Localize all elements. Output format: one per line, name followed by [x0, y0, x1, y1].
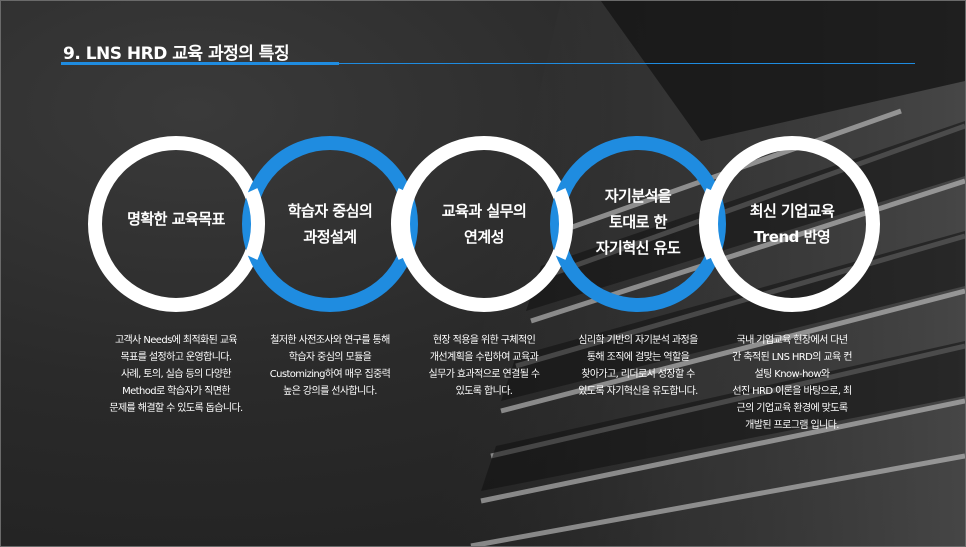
feature-5-description: 국내 기업교육 현장에서 다년 간 축적된 LNS HRD의 교육 컨 설팅 K… — [707, 332, 877, 434]
feature-5-desc-line-4: 선진 HRD 이론을 바탕으로, 최 — [732, 386, 852, 397]
feature-4-label-line-2: 토대로 한 — [609, 213, 667, 231]
feature-2-desc-line-3: Customizing하여 매우 집중력 — [269, 369, 391, 380]
title-underline — [339, 63, 915, 64]
feature-5-desc-line-1: 국내 기업교육 현장에서 다년 — [736, 335, 849, 346]
feature-3-desc-line-1: 현장 적용을 위한 구체적인 — [432, 335, 536, 346]
feature-4-desc-line-2: 통해 조직에 걸맞는 역할을 — [586, 352, 690, 363]
ring-5-overlap — [698, 188, 720, 260]
ring-2 — [242, 136, 418, 312]
feature-1-label-line: 명확한 교육목표 — [127, 210, 225, 228]
feature-5-desc-line-6: 개발된 프로그램 입니다. — [745, 420, 839, 431]
feature-5-desc-line-3: 설팅 Know-how와 — [754, 369, 830, 380]
feature-4-desc-line-1: 심리학 기반의 자기분석 과정을 — [578, 335, 698, 346]
feature-3-desc-line-3: 실무가 효과적으로 연결될 수 — [428, 369, 541, 380]
feature-5-desc-line-2: 간 축적된 LNS HRD의 교육 컨 — [732, 352, 852, 363]
feature-4-desc-line-3: 찾아가고, 리더로서 성장할 수 — [581, 369, 695, 380]
feature-2-label-line-1: 학습자 중심의 — [287, 202, 373, 220]
feature-5-label: 최신 기업교육 Trend 반영 — [717, 198, 867, 250]
feature-5-label-line-2: Trend 반영 — [753, 228, 831, 246]
feature-3-desc-line-4: 있도록 합니다. — [455, 386, 513, 397]
feature-4-label: 자기분석을 토대로 한 자기혁신 유도 — [563, 183, 713, 261]
feature-1-description: 고객사 Needs에 최적화된 교육 목표를 설정하고 운영합니다. 사례, 토… — [91, 332, 261, 417]
feature-3-label-line-2: 연계성 — [464, 228, 504, 246]
ring-1-overlap — [244, 188, 266, 260]
feature-3-desc-line-2: 개선계획을 수립하여 교육과 — [429, 352, 539, 363]
page-title: 9. LNS HRD 교육 과정의 특징 — [63, 44, 290, 64]
feature-1-desc-line-4: Method로 학습자가 직면한 — [122, 386, 230, 397]
feature-1-label: 명확한 교육목표 — [101, 206, 251, 232]
feature-4-desc-line-4: 있도록 자기혁신을 유도합니다. — [578, 386, 698, 397]
feature-5-desc-line-5: 근의 기업교육 환경에 맞도록 — [736, 403, 849, 414]
feature-2-label-line-2: 과정설계 — [303, 228, 357, 246]
feature-2-desc-line-1: 철저한 사전조사와 연구를 통해 — [270, 335, 390, 346]
ring-3-overlap — [390, 188, 412, 260]
feature-1-desc-line-2: 목표를 설정하고 운영합니다. — [120, 352, 233, 363]
ring-3-overlap-right — [552, 188, 574, 260]
feature-3-description: 현장 적용을 위한 구체적인 개선계획을 수립하여 교육과 실무가 효과적으로 … — [399, 332, 569, 400]
feature-2-label: 학습자 중심의 과정설계 — [255, 198, 405, 250]
feature-3-label: 교육과 실무의 연계성 — [409, 198, 559, 250]
feature-4-description: 심리학 기반의 자기분석 과정을 통해 조직에 걸맞는 역할을 찾아가고, 리더… — [553, 332, 723, 400]
feature-1-desc-line-1: 고객사 Needs에 최적화된 교육 — [114, 335, 238, 346]
feature-2-desc-line-2: 학습자 중심의 모듈을 — [288, 352, 372, 363]
feature-3-label-line-1: 교육과 실무의 — [441, 202, 527, 220]
feature-4-label-line-1: 자기분석을 — [604, 187, 672, 205]
feature-5-label-line-1: 최신 기업교육 — [749, 202, 835, 220]
feature-1-desc-line-3: 사례, 토의, 실습 등의 다양한 — [120, 369, 232, 380]
feature-1-desc-line-5: 문제를 해결할 수 있도록 돕습니다. — [109, 403, 243, 414]
feature-2-desc-line-4: 높은 강의를 선사합니다. — [283, 386, 377, 397]
feature-4-label-line-3: 자기혁신 유도 — [595, 239, 681, 257]
feature-2-description: 철저한 사전조사와 연구를 통해 학습자 중심의 모듈을 Customizing… — [245, 332, 415, 400]
ring-4 — [550, 136, 726, 312]
title-underline-accent — [61, 62, 339, 65]
